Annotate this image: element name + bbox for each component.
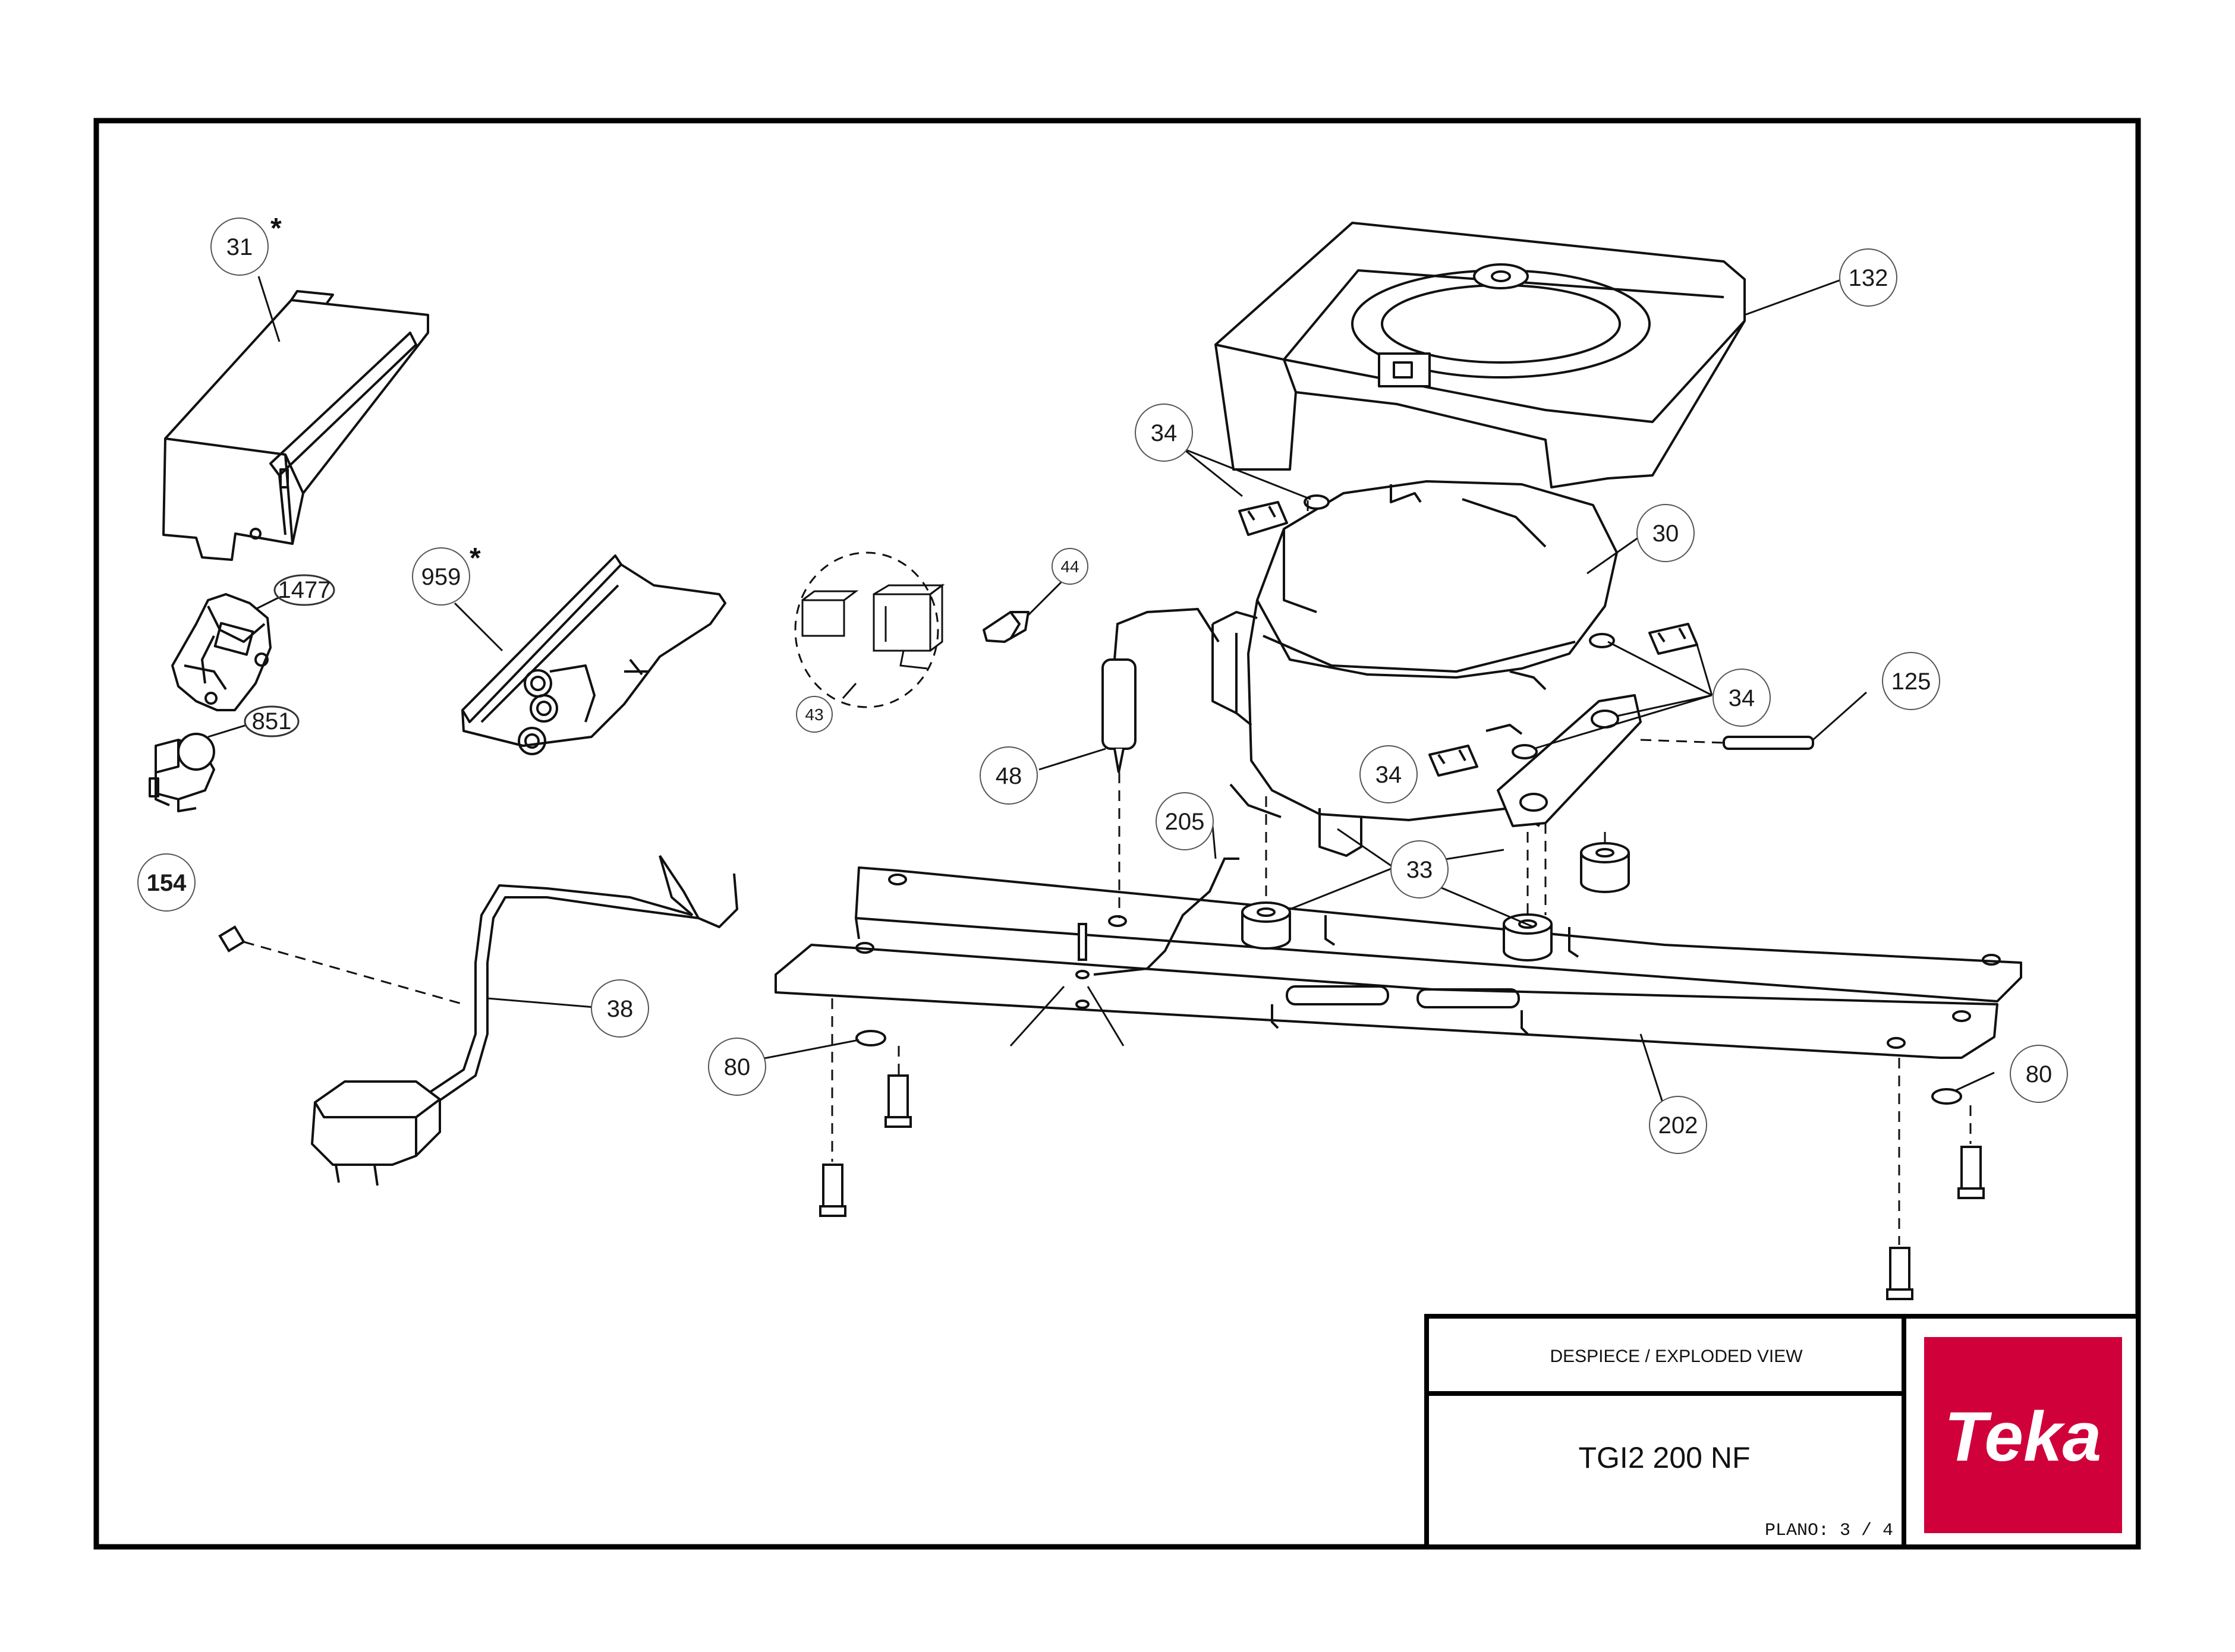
svg-text:80: 80 (2026, 1061, 2053, 1087)
part-1477-thermostat (171, 593, 272, 711)
callout-43: 43 (796, 696, 833, 733)
callout-30: 30 (1636, 504, 1695, 562)
callout-205: 205 (1156, 792, 1214, 850)
svg-text:Teka: Teka (1944, 1398, 2102, 1476)
part-851-lamp-holder (149, 733, 215, 812)
part-34-clips (1238, 494, 1698, 777)
callout-1477: 1477 (273, 574, 335, 606)
svg-text:44: 44 (1060, 557, 1079, 576)
svg-text:1477: 1477 (278, 577, 331, 603)
part-43-relay-group (794, 551, 945, 708)
callout-80-left: 80 (708, 1038, 766, 1096)
svg-text:202: 202 (1658, 1112, 1698, 1139)
part-154-clip (218, 925, 245, 953)
svg-text:43: 43 (805, 705, 823, 724)
svg-text:851: 851 (252, 708, 292, 734)
part-132-bracket (1214, 222, 1746, 488)
part-30-compressor (1211, 480, 1618, 857)
view-label: DESPIECE / EXPLODED VIEW (1550, 1347, 1803, 1366)
svg-text:80: 80 (724, 1054, 751, 1080)
callout-125: 125 (1882, 652, 1940, 710)
svg-text:132: 132 (1849, 265, 1888, 291)
svg-text:34: 34 (1151, 420, 1178, 446)
callout-48: 48 (980, 746, 1038, 805)
assembly-lines (243, 493, 1972, 1245)
model-name: TGI2 200 NF (1579, 1441, 1751, 1474)
part-205-wire (1093, 857, 1239, 976)
callout-202: 202 (1649, 1096, 1707, 1154)
callout-34-top: 34 (1135, 403, 1193, 462)
callout-959: 959 * (412, 543, 481, 606)
callout-851: 851 (244, 705, 300, 737)
svg-text:959: 959 (421, 564, 461, 590)
callout-31: 31 * (210, 213, 282, 276)
svg-text:34: 34 (1729, 685, 1755, 711)
teka-logo: Teka (1924, 1337, 2122, 1533)
callout-34-right: 34 (1713, 669, 1771, 727)
callout-34-mid: 34 (1359, 745, 1418, 803)
part-31-cover (162, 290, 429, 561)
svg-text:48: 48 (996, 763, 1022, 789)
drawing-frame (93, 118, 2141, 1550)
callout-33: 33 (1390, 840, 1449, 898)
bolts (819, 923, 1985, 1300)
svg-text:38: 38 (607, 996, 634, 1022)
callout-38: 38 (591, 979, 649, 1038)
svg-text:205: 205 (1165, 809, 1205, 835)
part-202-base-rails (775, 866, 2022, 1059)
part-125-pin (1723, 736, 1814, 750)
part-44-clip (983, 611, 1030, 643)
callout-80-right: 80 (2010, 1045, 2068, 1103)
callout-154: 154 (137, 853, 196, 912)
svg-text:154: 154 (147, 870, 187, 896)
svg-text:30: 30 (1652, 521, 1679, 547)
svg-text:34: 34 (1375, 762, 1402, 788)
part-48-capacitor (1101, 607, 1220, 773)
svg-text:*: * (270, 213, 282, 244)
svg-text:125: 125 (1891, 669, 1931, 695)
part-38-power-cable (311, 855, 738, 1186)
svg-text:33: 33 (1406, 857, 1433, 883)
svg-text:31: 31 (226, 234, 253, 260)
part-959-light-box (461, 554, 726, 755)
sheet-number: PLANO: 3 / 4 (1765, 1521, 1893, 1541)
callout-44: 44 (1052, 548, 1088, 585)
callout-132: 132 (1839, 248, 1897, 307)
leader-lines-floor (1009, 985, 1125, 1047)
svg-text:*: * (470, 543, 481, 574)
